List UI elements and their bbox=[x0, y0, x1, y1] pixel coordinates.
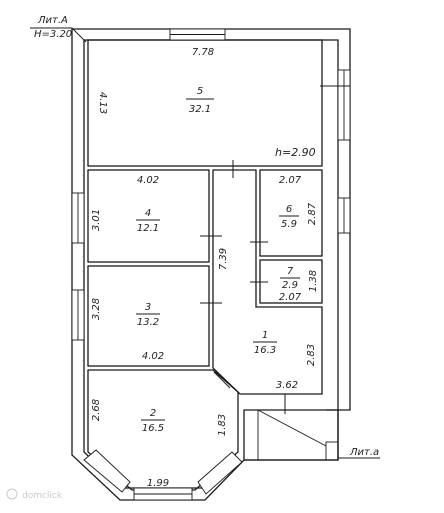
room-1-outline bbox=[212, 169, 323, 395]
room-2-number: 2 bbox=[150, 408, 156, 419]
room-1-width-dim: 3.62 bbox=[276, 380, 298, 391]
header-lit: Лит.А bbox=[37, 15, 68, 26]
room-5-area: 32.1 bbox=[189, 104, 211, 115]
room-3-outline bbox=[87, 265, 210, 367]
room-7-height-dim: 1.38 bbox=[308, 270, 319, 292]
room-5-height-dim: 4.13 bbox=[97, 92, 108, 114]
outer-wall-outline bbox=[71, 28, 351, 501]
room-6: 2.07 6 5.9 2.87 bbox=[259, 169, 323, 257]
window-bay-right bbox=[197, 451, 243, 495]
header-leader bbox=[71, 27, 87, 43]
outer-walls bbox=[71, 28, 351, 501]
room-6-height-dim: 2.87 bbox=[307, 202, 318, 225]
room-2-bottom-dim: 1.99 bbox=[147, 478, 169, 489]
room-1-area: 16.3 bbox=[254, 345, 276, 356]
room-2-area: 16.5 bbox=[142, 423, 164, 434]
room-3-number: 3 bbox=[145, 302, 151, 313]
room-6-area: 5.9 bbox=[281, 219, 297, 230]
header-height: Н=3.20 bbox=[34, 29, 72, 40]
room-3: 3 13.2 3.28 4.02 bbox=[87, 265, 210, 367]
room-4-area: 12.1 bbox=[137, 223, 159, 234]
room-3-area: 13.2 bbox=[137, 317, 159, 328]
ceiling-height-note: h=2.90 bbox=[275, 146, 316, 159]
watermark-icon bbox=[6, 488, 18, 500]
room-4-height-dim: 3.01 bbox=[91, 209, 102, 231]
inner-wall-outline bbox=[84, 39, 339, 411]
corridor-length-dim: 7.39 bbox=[218, 248, 229, 270]
room-3-width-dim: 4.02 bbox=[142, 351, 164, 362]
room-1-height-dim: 2.83 bbox=[306, 344, 317, 366]
watermark: domclick bbox=[6, 488, 63, 501]
room-2-right-dim: 1.83 bbox=[217, 414, 228, 436]
room-2-left-dim: 2.68 bbox=[91, 399, 102, 421]
porch-step bbox=[325, 441, 339, 461]
room-4-width-dim: 4.02 bbox=[137, 175, 159, 186]
room-7-area: 2.9 bbox=[282, 280, 298, 291]
room-7-number: 7 bbox=[287, 266, 294, 277]
room-1-number: 1 bbox=[262, 330, 268, 341]
watermark-text: domclick bbox=[22, 491, 63, 501]
room-4-outline bbox=[87, 169, 210, 263]
header-label: Лит.А Н=3.20 bbox=[30, 15, 87, 43]
room-4-number: 4 bbox=[145, 208, 151, 219]
room-3-height-dim: 3.28 bbox=[91, 298, 102, 320]
room-5-number: 5 bbox=[197, 86, 203, 97]
room-6-number: 6 bbox=[286, 204, 292, 215]
porch-label: Лит.а bbox=[349, 447, 379, 458]
room-5-width-dim: 7.78 bbox=[192, 47, 214, 58]
porch: Лит.а bbox=[243, 409, 380, 461]
windows bbox=[71, 28, 351, 501]
doors bbox=[200, 85, 350, 414]
corridor: 7.39 1 16.3 2.83 3.62 bbox=[212, 169, 323, 395]
room-6-outline bbox=[259, 169, 323, 257]
room-7-width-dim: 2.07 bbox=[279, 292, 302, 303]
room-5: 5 32.1 7.78 4.13 h=2.90 bbox=[87, 39, 323, 167]
porch-stair-diagonal bbox=[257, 409, 327, 447]
window-bay-left bbox=[83, 449, 131, 493]
room-7: 7 2.9 2.07 1.38 bbox=[259, 259, 323, 304]
room-6-width-dim: 2.07 bbox=[279, 175, 302, 186]
room-4: 4 12.1 4.02 3.01 bbox=[87, 169, 210, 263]
door-room-2 bbox=[213, 371, 231, 389]
